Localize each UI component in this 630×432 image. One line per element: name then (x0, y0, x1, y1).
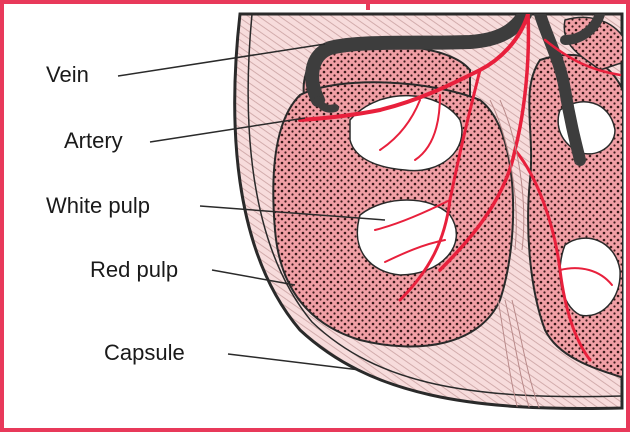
white-pulp-label: White pulp (46, 195, 150, 217)
artery-label: Artery (64, 130, 123, 152)
vein-label: Vein (46, 64, 89, 86)
red-pulp-label: Red pulp (90, 259, 178, 281)
capsule-label: Capsule (104, 342, 185, 364)
